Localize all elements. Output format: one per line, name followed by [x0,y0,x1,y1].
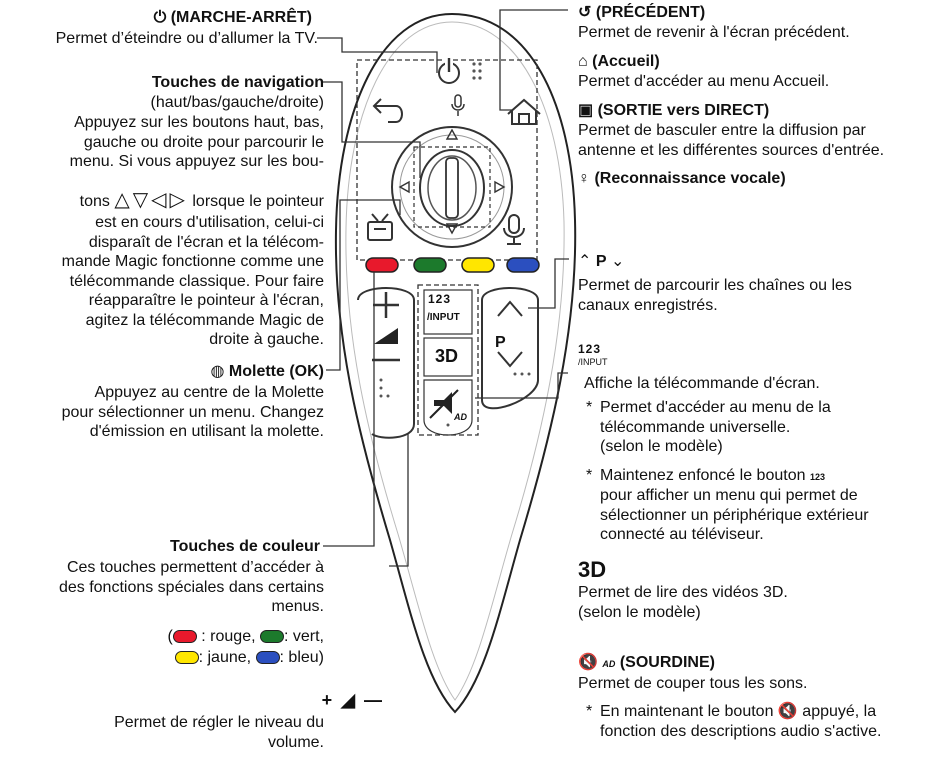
channel-rocker-graphic [481,287,539,410]
home-button-graphic [507,98,541,125]
wheel-desc: Appuyez au centre de la Molette pour sél… [61,384,324,440]
nav-desc-tons-line: tons △▽◁▷ lorsque le pointeur [79,189,324,211]
color-legend-line2: : jaune, : bleu) [174,648,324,668]
channel-p-label: P [495,334,506,351]
channel-desc: Permet de parcourir les chaînes ou les c… [578,277,852,314]
input-slash-label: /INPUT [427,312,460,323]
back-title: ↺ (PRÉCÉDENT) [578,4,706,21]
red-key-icon [172,630,197,644]
power-icon: ⏻ [153,9,167,26]
live-tv-icon: ▣ [578,102,594,119]
home-title: ⌂ (Accueil) [578,53,660,70]
threed-desc: Permet de lire des vidéos 3D. (selon le … [578,584,788,621]
input-number-label: 123 [428,292,452,306]
volume-symbols: + ◢ — [321,690,384,710]
back-icon: ↺ [578,4,592,21]
mute-note-line1: En maintenant le bouton 🔇 appuyé, la [600,703,877,720]
input-label-bottom: /INPUT [578,357,608,367]
mic-small-graphic [451,94,465,116]
input-desc: Affiche la télécommande d'écran. [584,375,820,392]
input-note2-rest: pour afficher un menu qui permet de séle… [600,487,869,543]
mute-icon: 🔇 [578,654,598,671]
nav-desc-1: Appuyez sur les boutons haut, bas, gauch… [69,114,324,170]
channel-up-icon: ⌃ [578,253,592,270]
back-desc: Permet de revenir à l'écran précédent. [578,24,850,41]
volume-desc: Permet de régler le niveau du volume. [114,714,324,751]
ad-label: AD [454,412,467,422]
power-desc: Permet d’éteindre ou d’allumer la TV. [55,30,318,47]
color-keys-graphic [365,257,540,273]
wheel-title: ◍ Molette (OK) [210,363,324,380]
home-desc: Permet d'accéder au menu Accueil. [578,73,830,90]
mic-icon: ♀ [578,170,590,187]
threed-title: 3D [578,557,607,582]
mute-title: 🔇 AD (SOURDINE) [578,654,715,671]
input-label-top: 123 [578,342,602,356]
green-key-icon [259,630,284,644]
live-tv-button-graphic [367,213,393,241]
input-note1: Permet d'accéder au menu de la télécomma… [600,399,831,455]
yellow-key-icon [174,651,199,665]
mute-inline-icon: 🔇 [777,703,798,720]
blue-key-icon [255,651,280,665]
threed-label: 3D [435,346,459,366]
power-title: ⏻ (MARCHE-ARRÊT) [153,9,312,26]
nav-title: Touches de navigation [151,74,324,91]
mute-desc: Permet de couper tous les sons. [578,675,808,692]
live-desc: Permet de basculer entre la diffusion pa… [578,122,885,159]
mute-note-line2: fonction des descriptions audio s'active… [600,723,882,740]
channel-title: ⌃ P ⌄ [578,253,625,270]
leader-lines [317,9,569,567]
input-inline-icon: 123 [809,472,825,482]
nav-sub: (haut/bas/gauche/droite) [150,94,324,111]
mic-button-graphic [503,214,525,245]
input-note1-star: * [586,399,593,416]
input-note2-first: Maintenez enfoncé le bouton 123 [600,467,825,484]
color-title: Touches de couleur [170,538,320,555]
mute-button-graphic [429,389,459,427]
back-button-graphic [372,98,403,123]
home-icon: ⌂ [578,53,588,70]
channel-down-icon: ⌄ [610,253,625,270]
live-title: ▣ (SORTIE vers DIRECT) [578,102,770,119]
color-desc: Ces touches permettent d’accéder à des f… [58,559,324,615]
mute-note-star: * [586,703,593,720]
input-note2-star: * [586,467,593,484]
color-legend-line1: ( : rouge, : vert, [167,628,325,645]
wheel-graphic [391,126,513,248]
voice-title: ♀ (Reconnaissance vocale) [578,170,786,187]
wheel-icon: ◍ [210,363,225,380]
nav-desc-2: est en cours d'utilisation, celui-ci dis… [61,214,324,348]
power-button-graphic [438,58,482,84]
volume-rocker-graphic [357,287,415,439]
arrow-keys-icon: △▽◁▷ [114,189,188,211]
